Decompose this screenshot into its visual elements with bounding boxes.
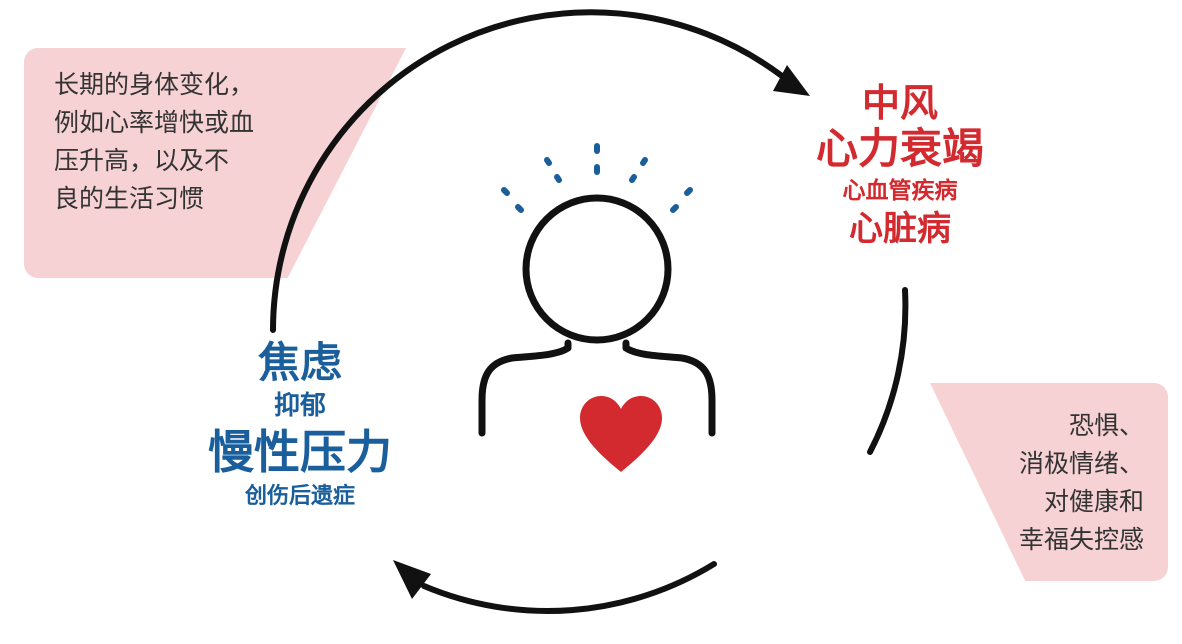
callout-line: 幸福失控感 [1018,525,1144,554]
callout-line: 长期的身体变化， [54,70,255,99]
cycle-arrow-icon [393,560,431,599]
depression-label: 抑郁 [273,391,326,421]
callout-line: 压升高，以及不 [54,146,230,175]
callout-line: 消极情绪、 [1018,449,1144,478]
stroke-label: 中风 [861,81,938,125]
cycle-arc-bottom [421,561,717,614]
radiating-lines-icon [501,143,693,213]
cycle-arrow-icon [773,65,810,96]
cycle-arc-right [867,287,909,455]
chronic-stress-label: 慢性压力 [208,425,392,479]
ptsd-label: 创伤后遗症 [244,484,355,509]
callout-line: 恐惧、 [1068,411,1144,440]
physical-changes-callout: 长期的身体变化， 例如心率增快或血 压升高，以及不 良的生活习惯 [24,48,406,278]
cardio-outcomes: 中风 心力衰竭 心血管疾病 心脏病 [780,82,1020,250]
callout-line: 良的生活习惯 [54,184,205,213]
callout-line: 例如心率增快或血 [54,108,255,137]
callout-line: 对健康和 [1043,487,1144,516]
mental-health-conditions: 焦虑 抑郁 慢性压力 创伤后遗症 [175,338,425,514]
person-outline-icon [478,194,716,437]
anxiety-label: 焦虑 [257,338,342,387]
heart-disease-label: 心脏病 [849,209,951,249]
heart-failure-label: 心力衰竭 [815,124,984,173]
cycle-arc-top [270,9,785,333]
heart-icon [580,396,662,472]
cardiovascular-disease-label: 心血管疾病 [842,178,958,204]
